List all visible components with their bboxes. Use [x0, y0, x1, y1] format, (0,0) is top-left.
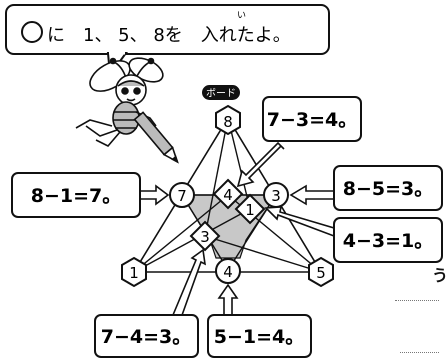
board-label-badge: ボード: [202, 85, 240, 100]
svg-text:3: 3: [271, 187, 281, 205]
svg-text:4−3=1。: 4−3=1。: [343, 230, 434, 252]
svg-text:8−5=3。: 8−5=3。: [343, 178, 434, 200]
equation-box-mid-right: 4−3=1。: [333, 217, 443, 263]
svg-text:5: 5: [316, 264, 326, 282]
svg-text:8−1=7。: 8−1=7。: [31, 185, 122, 207]
hexagon-right: 5: [308, 256, 334, 288]
board-label-text: ボード: [206, 88, 236, 100]
svg-text:4: 4: [223, 186, 233, 204]
svg-text:5−1=4。: 5−1=4。: [214, 326, 305, 348]
diamond-right: 1: [234, 193, 266, 225]
arrow-bottom-right-icon: [217, 283, 239, 316]
svg-text:4: 4: [223, 263, 233, 281]
bee-character-illustration: [75, 57, 179, 164]
equation-box-top: 7−3=4。: [262, 96, 362, 142]
arrow-top-icon: [236, 141, 285, 188]
svg-text:8: 8: [223, 113, 233, 131]
arrow-mid-right-icon: [264, 206, 335, 238]
dotted-line-2: [400, 352, 439, 353]
diamond-left: 3: [189, 220, 221, 252]
equation-box-bottom-right: 5−1=4。: [207, 314, 312, 358]
speech-bubble: に 1、 5、 8を 入れたよ。 い: [5, 4, 330, 78]
diamond-top: 4: [212, 178, 244, 210]
equation-box-bottom-left: 7−4=3。: [94, 314, 199, 358]
arrow-bottom-left-icon: [171, 248, 207, 320]
svg-text:7: 7: [177, 187, 187, 205]
svg-text:7−4=3。: 7−4=3。: [101, 326, 192, 348]
arrow-left-icon: [139, 184, 170, 206]
circle-bottom: 4: [215, 258, 241, 284]
speech-text: に 1、 5、 8を 入れたよ。: [47, 25, 291, 46]
equation-box-right: 8−5=3。: [333, 165, 443, 211]
equation-box-left: 8−1=7。: [11, 172, 141, 218]
arrows: [139, 141, 335, 320]
arrow-right-icon: [289, 184, 335, 206]
dotted-line-1: [395, 300, 439, 301]
furigana-text: い: [237, 11, 246, 21]
hexagon-left: 1: [121, 256, 147, 288]
circle-symbol-icon: [21, 21, 43, 43]
svg-text:7−3=4。: 7−3=4。: [267, 109, 358, 131]
circle-right: 3: [263, 182, 289, 208]
svg-text:3: 3: [200, 228, 210, 246]
svg-text:1: 1: [245, 201, 255, 219]
cutoff-text: う: [432, 266, 446, 285]
hexagon-top: 8: [215, 104, 241, 136]
svg-text:1: 1: [129, 264, 139, 282]
circle-left: 7: [169, 182, 195, 208]
